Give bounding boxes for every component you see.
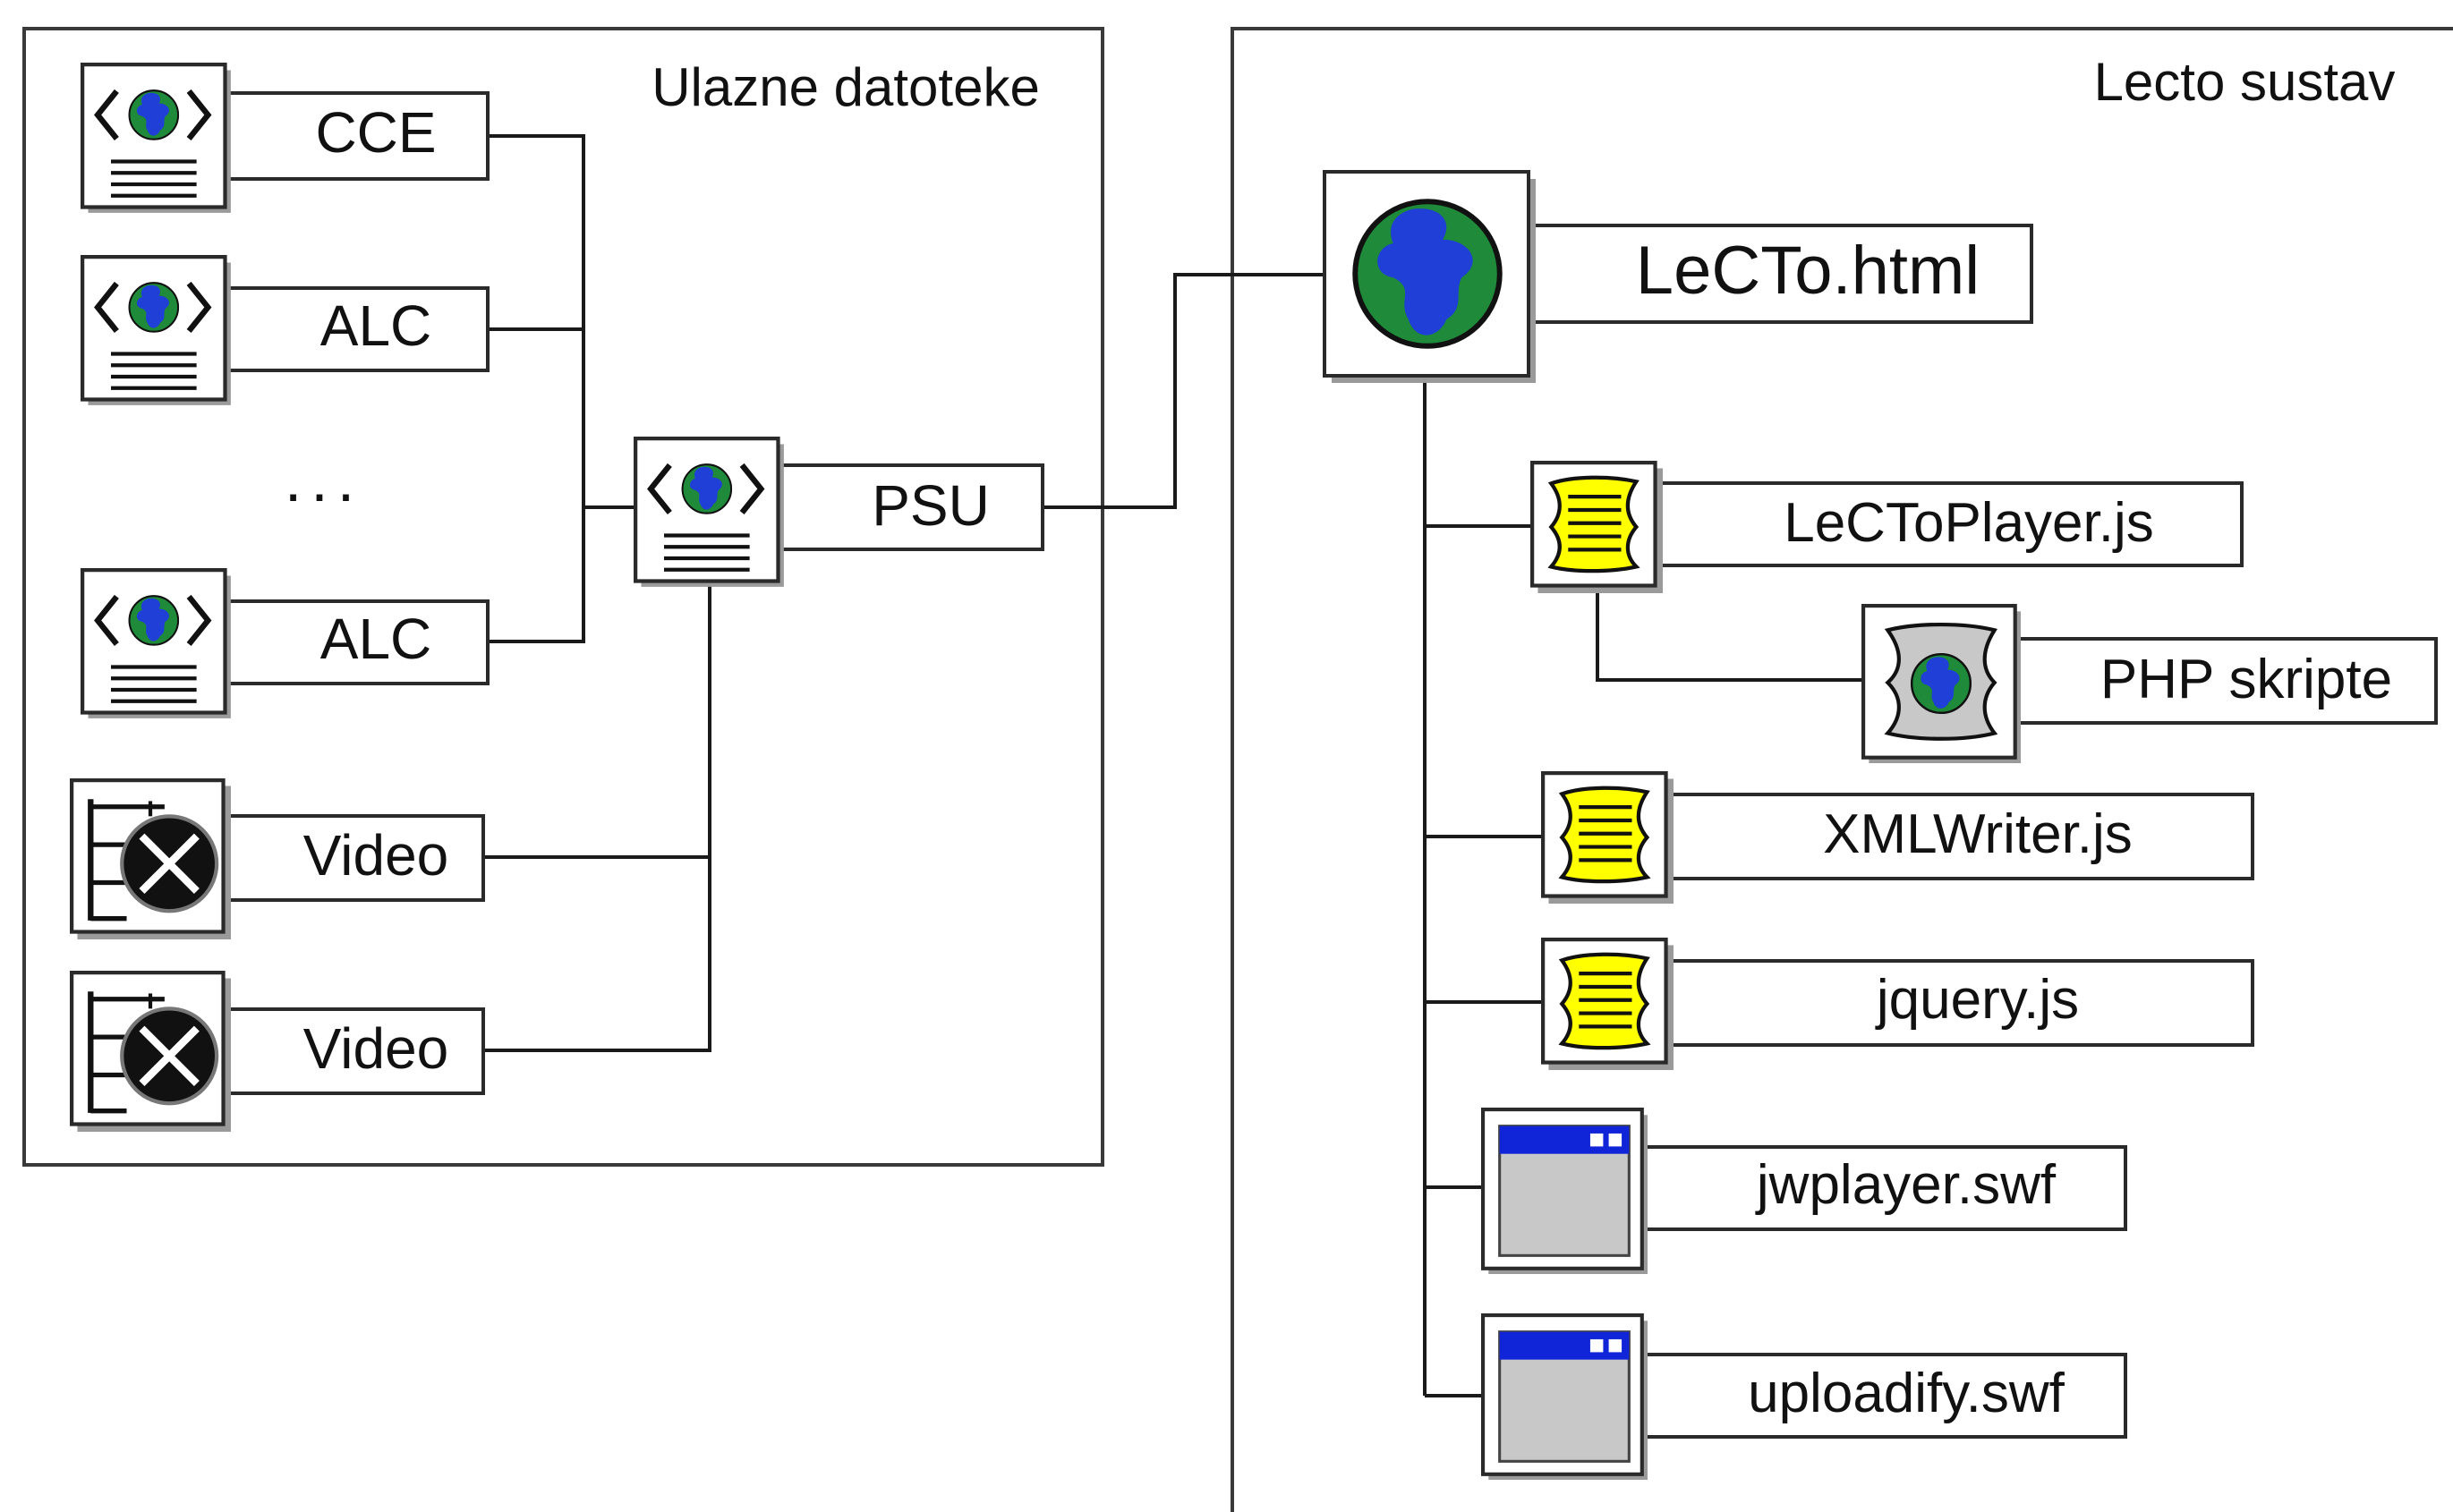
alc-label-1: ALC bbox=[320, 293, 432, 358]
jwplayer-swf-node: jwplayer.swf bbox=[1483, 1109, 2127, 1274]
input-files-frame bbox=[22, 27, 1104, 1167]
lecto-player-js-label: LeCToPlayer.js bbox=[1784, 492, 2154, 554]
xmlwriter-js-node: XMLWriter.js bbox=[1543, 773, 2254, 904]
alc-node-2: ALC bbox=[82, 570, 490, 718]
video-node-2: Video bbox=[72, 973, 485, 1132]
video-node-1: Video bbox=[72, 780, 485, 939]
jquery-js-node: jquery.js bbox=[1543, 939, 2254, 1070]
script-scroll-icon bbox=[1532, 463, 1663, 593]
xml-document-icon bbox=[82, 257, 231, 405]
flash-window-icon bbox=[1483, 1315, 1648, 1480]
script-scroll-icon bbox=[1543, 773, 1674, 904]
lecto-html-node: LeCTo.html bbox=[1323, 170, 2033, 383]
lecto-player-js-node: LeCToPlayer.js bbox=[1532, 463, 2244, 593]
video-file-icon bbox=[72, 973, 231, 1132]
lecto-system-title: Lecto sustav bbox=[2094, 52, 2396, 112]
jwplayer-swf-label: jwplayer.swf bbox=[1755, 1154, 2057, 1216]
video-label-2: Video bbox=[303, 1016, 449, 1081]
cce-label: CCE bbox=[315, 100, 436, 165]
xml-document-icon bbox=[82, 64, 231, 213]
psu-node: PSU bbox=[635, 438, 1044, 587]
uploadify-swf-node: uploadify.swf bbox=[1483, 1315, 2127, 1480]
php-scripts-label: PHP skripte bbox=[2100, 649, 2392, 710]
input-connectors bbox=[483, 134, 1326, 1052]
video-file-icon bbox=[72, 780, 231, 939]
video-label-1: Video bbox=[303, 823, 449, 888]
php-scripts-node: PHP skripte bbox=[1863, 606, 2438, 763]
lecto-system-frame bbox=[1231, 27, 2453, 1512]
uploadify-swf-label: uploadify.swf bbox=[1748, 1363, 2065, 1424]
xmlwriter-js-label: XMLWriter.js bbox=[1823, 803, 2133, 865]
script-scroll-icon bbox=[1543, 939, 1674, 1070]
psu-label: PSU bbox=[872, 473, 990, 538]
flash-window-icon bbox=[1483, 1109, 1648, 1274]
ellipsis-label: ... bbox=[285, 445, 363, 514]
alc-node-1: ALC bbox=[82, 257, 490, 405]
alc-label-2: ALC bbox=[320, 607, 432, 671]
php-script-icon bbox=[1863, 606, 2021, 763]
lecto-html-label: LeCTo.html bbox=[1636, 233, 1980, 309]
jquery-js-label: jquery.js bbox=[1875, 969, 2079, 1031]
cce-node: CCE bbox=[82, 64, 490, 213]
input-files-title: Ulazne datoteke bbox=[652, 57, 1040, 117]
xml-document-icon bbox=[82, 570, 231, 718]
xml-document-icon bbox=[635, 438, 784, 587]
web-page-globe-icon bbox=[1355, 201, 1500, 346]
system-connectors bbox=[1423, 376, 1864, 1397]
